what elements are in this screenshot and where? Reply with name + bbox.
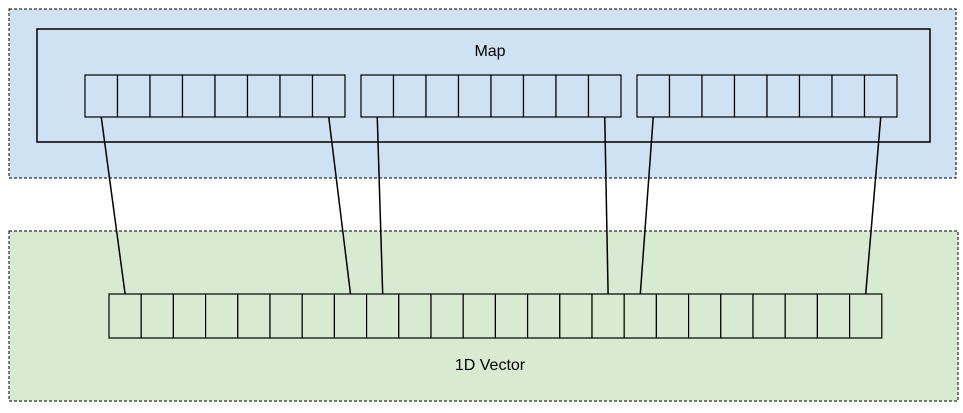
map-cell: [457, 74, 492, 118]
map-group-1: [84, 74, 346, 118]
map-cell: [733, 74, 768, 118]
vector-cell: [205, 293, 239, 339]
map-cell: [863, 74, 898, 118]
vector-cell: [526, 293, 561, 339]
connector-line: [376, 116, 384, 295]
vector-cell: [623, 293, 658, 339]
vector-cell: [398, 293, 432, 339]
map-cell: [701, 74, 736, 118]
map-cell: [149, 74, 184, 118]
vector-cell: [687, 293, 722, 339]
vector-cell: [784, 293, 819, 339]
connector-line: [604, 116, 609, 295]
vector-cell: [848, 293, 883, 339]
map-cell: [311, 74, 346, 118]
map-cell: [636, 74, 671, 118]
map-cell: [798, 74, 833, 118]
vector-cell: [172, 293, 207, 339]
vector-cell: [720, 293, 754, 339]
map-cell: [668, 74, 703, 118]
vector-cell: [237, 293, 271, 339]
vector-cell: [494, 293, 529, 339]
map-cell-groups: [84, 74, 898, 118]
map-cell: [181, 74, 216, 118]
map-cell: [555, 74, 590, 118]
vector-cell: [301, 293, 336, 339]
map-cell: [360, 74, 395, 118]
map-cell: [766, 74, 801, 118]
vector-cell: [752, 293, 786, 339]
map-group-2: [360, 74, 622, 118]
vector-cell: [430, 293, 464, 339]
map-cell: [116, 74, 151, 118]
vector-cell: [366, 293, 400, 339]
map-cell: [392, 74, 427, 118]
vector-cell: [559, 293, 593, 339]
map-cell: [831, 74, 866, 118]
map-cell: [425, 74, 460, 118]
map-cell: [522, 74, 557, 118]
map-cell: [246, 74, 281, 118]
map-label: Map: [474, 43, 506, 60]
vector-cell: [140, 293, 174, 339]
map-cell: [490, 74, 525, 118]
vector-cell: [655, 293, 690, 339]
map-cell: [279, 74, 314, 118]
map-group-3: [636, 74, 898, 118]
vector-label: 1D Vector: [454, 357, 526, 374]
vector-cell: [269, 293, 303, 339]
connector-lines: [100, 116, 882, 295]
map-cell: [587, 74, 622, 118]
connector-line: [328, 116, 352, 295]
map-frame: [36, 28, 931, 143]
vector-cell: [591, 293, 625, 339]
vector-cell: [816, 293, 851, 339]
connector-line: [639, 116, 654, 295]
connector-line: [864, 116, 882, 295]
map-cell: [84, 74, 119, 118]
vector-cell: [333, 293, 368, 339]
vector-cell: [462, 293, 497, 339]
vector-cell: [108, 293, 142, 339]
connector-line: [100, 116, 126, 295]
map-cell: [214, 74, 249, 118]
vector-cells: [108, 293, 883, 339]
